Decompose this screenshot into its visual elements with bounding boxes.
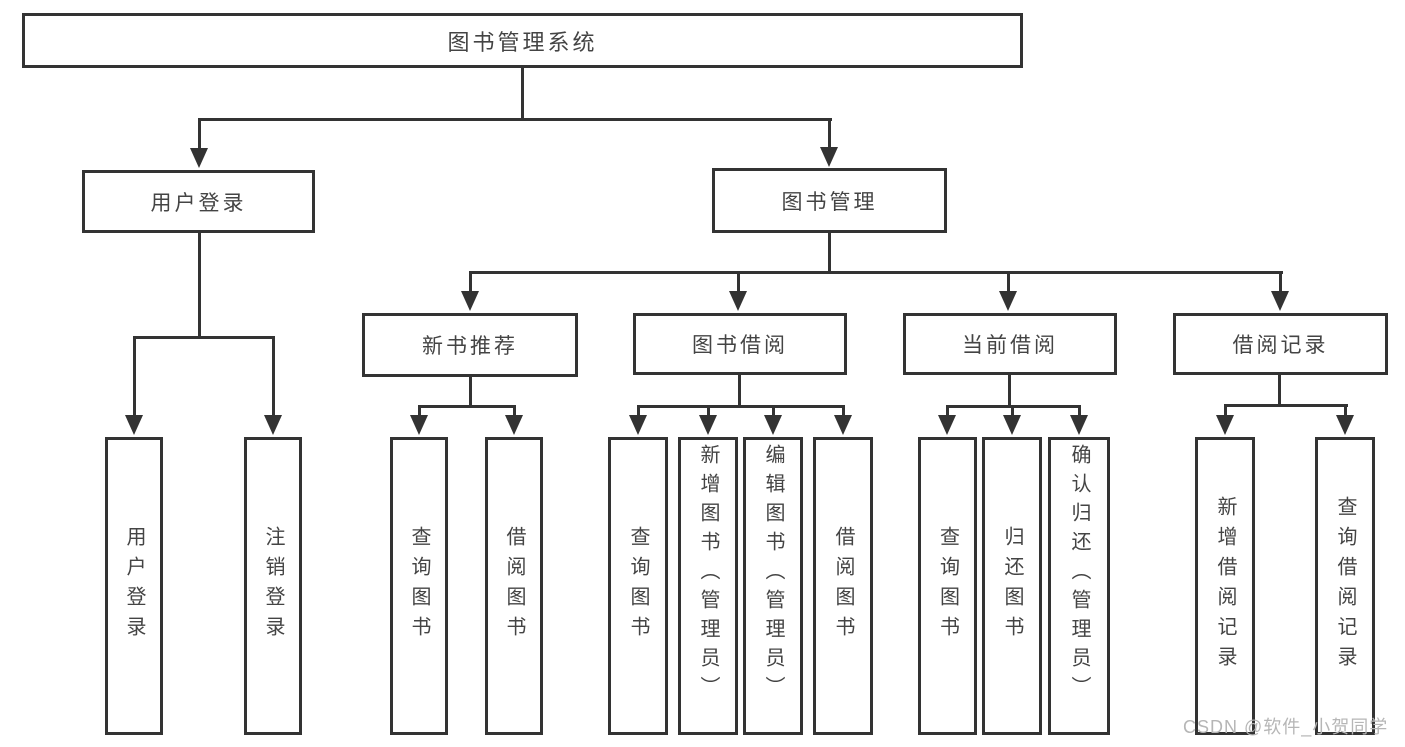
connector-line	[198, 118, 201, 150]
arrowhead-down-icon	[125, 415, 143, 435]
arrowhead-down-icon	[1336, 415, 1354, 435]
leaf-label: 借阅图书	[503, 526, 525, 646]
leaf-confirm-return-admin: 确认归还（管理员）	[1048, 437, 1110, 735]
connector-line	[637, 405, 640, 417]
node-book-borrowing: 图书借阅	[633, 313, 847, 375]
arrowhead-down-icon	[1216, 415, 1234, 435]
connector-line	[521, 68, 524, 118]
arrowhead-down-icon	[461, 291, 479, 311]
connector-line	[1278, 375, 1281, 405]
arrowhead-down-icon	[820, 147, 838, 167]
connector-line	[1078, 405, 1081, 417]
connector-line	[469, 377, 472, 407]
connector-line	[737, 271, 740, 293]
node-label: 当前借阅	[962, 334, 1058, 357]
leaf-borrow-books: 借阅图书	[813, 437, 873, 735]
connector-line	[1344, 404, 1347, 417]
leaf-label: 新增图书（管理员）	[697, 444, 719, 705]
leaf-label: 用户登录	[123, 526, 145, 646]
leaf-add-borrow-record: 新增借阅记录	[1195, 437, 1255, 735]
leaf-label: 确认归还（管理员）	[1068, 444, 1090, 705]
connector-line	[772, 405, 775, 417]
arrowhead-down-icon	[729, 291, 747, 311]
connector-line	[198, 233, 201, 336]
leaf-label: 新增借阅记录	[1214, 496, 1236, 676]
node-book-management: 图书管理	[712, 168, 947, 233]
connector-line	[828, 118, 831, 149]
arrowhead-down-icon	[264, 415, 282, 435]
connector-line	[418, 405, 516, 408]
connector-line	[637, 405, 845, 408]
connector-line	[946, 405, 949, 417]
arrowhead-down-icon	[190, 148, 208, 168]
node-label: 用户登录	[150, 191, 247, 215]
arrowhead-down-icon	[1003, 415, 1021, 435]
leaf-label: 查询图书	[936, 526, 959, 646]
arrowhead-down-icon	[1271, 291, 1289, 311]
leaf-return-books: 归还图书	[982, 437, 1042, 735]
leaf-label: 注销登录	[262, 526, 284, 646]
connector-line	[1224, 404, 1227, 417]
connector-line	[1011, 405, 1014, 417]
arrowhead-down-icon	[410, 415, 428, 435]
connector-line	[842, 405, 845, 417]
connector-line	[1279, 271, 1282, 293]
arrowhead-down-icon	[999, 291, 1017, 311]
arrowhead-down-icon	[764, 415, 782, 435]
leaf-query-books-recommendation: 查询图书	[390, 437, 448, 735]
leaf-borrow-books-recommendation: 借阅图书	[485, 437, 543, 735]
connector-line	[198, 118, 832, 121]
leaf-add-books-admin: 新增图书（管理员）	[678, 437, 738, 735]
arrowhead-down-icon	[505, 415, 523, 435]
connector-line	[418, 405, 421, 417]
leaf-label: 编辑图书（管理员）	[762, 444, 784, 705]
node-current-borrowing: 当前借阅	[903, 313, 1117, 375]
connector-line	[133, 336, 275, 339]
leaf-label: 查询借阅记录	[1334, 496, 1356, 676]
arrowhead-down-icon	[938, 415, 956, 435]
connector-line	[513, 405, 516, 417]
node-user-login: 用户登录	[82, 170, 315, 233]
csdn-watermark: CSDN @软件_小贺同学	[1183, 717, 1389, 737]
arrowhead-down-icon	[699, 415, 717, 435]
arrowhead-down-icon	[1070, 415, 1088, 435]
leaf-edit-books-admin: 编辑图书（管理员）	[743, 437, 803, 735]
connector-line	[707, 405, 710, 417]
leaf-label: 借阅图书	[832, 526, 854, 646]
connector-line	[1007, 271, 1010, 293]
connector-line	[1008, 375, 1011, 407]
leaf-logout: 注销登录	[244, 437, 302, 735]
connector-line	[133, 336, 136, 417]
node-new-book-recommendation: 新书推荐	[362, 313, 578, 377]
node-label: 图书管理系统	[447, 29, 598, 55]
node-library-management-system: 图书管理系统	[22, 13, 1023, 68]
connector-line	[738, 375, 741, 407]
leaf-label: 归还图书	[1001, 526, 1023, 646]
leaf-user-login: 用户登录	[105, 437, 163, 735]
connector-line	[1224, 404, 1348, 407]
node-label: 图书管理	[781, 190, 878, 214]
node-label: 图书借阅	[692, 334, 788, 357]
leaf-label: 查询图书	[627, 526, 649, 646]
arrowhead-down-icon	[834, 415, 852, 435]
leaf-query-books-borrowing: 查询图书	[608, 437, 668, 735]
arrowhead-down-icon	[629, 415, 647, 435]
leaf-query-borrow-record: 查询借阅记录	[1315, 437, 1375, 735]
leaf-query-books-current: 查询图书	[918, 437, 977, 735]
connector-line	[272, 336, 275, 417]
connector-line	[828, 233, 831, 274]
connector-line	[469, 271, 472, 293]
leaf-label: 查询图书	[408, 526, 430, 646]
node-borrowing-records: 借阅记录	[1173, 313, 1388, 375]
node-label: 新书推荐	[422, 335, 518, 358]
connector-line	[469, 271, 1283, 274]
node-label: 借阅记录	[1232, 334, 1329, 357]
